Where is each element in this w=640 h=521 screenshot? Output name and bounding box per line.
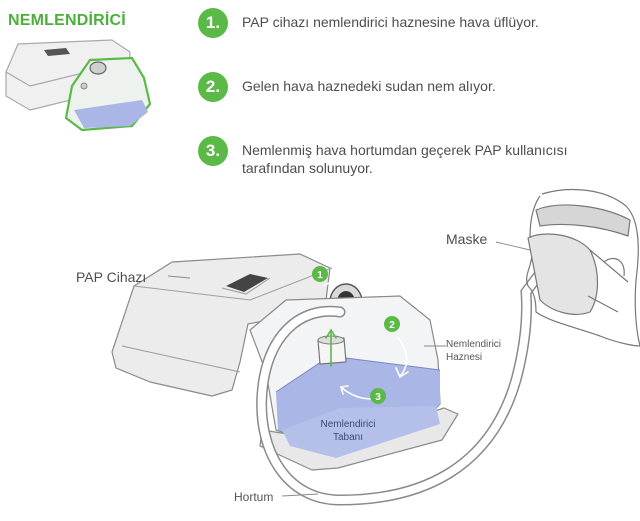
leader-lines — [167, 241, 531, 497]
mask-and-head — [526, 188, 640, 347]
marker-1-label: 1 — [317, 270, 323, 281]
diagram-title: NEMLENDİRİCİ — [8, 12, 126, 29]
step-2-text: Gelen hava haznedeki sudan nem alıyor. — [242, 78, 496, 94]
step-1: 1. PAP cihazı nemlendirici haznesine hav… — [198, 8, 622, 38]
step-3-text: Nemlenmiş hava hortumdan geçerek PAP kul… — [242, 142, 568, 176]
step-2-number: 2. — [198, 72, 228, 102]
marker-2 — [384, 316, 400, 332]
step-1-text: PAP cihazı nemlendirici haznesine hava ü… — [242, 14, 539, 30]
step-2: 2. Gelen hava haznedeki sudan nem alıyor… — [198, 72, 622, 102]
step-3: 3. Nemlenmiş hava hortumdan geçerek PAP … — [198, 136, 622, 177]
thumbnail-device — [5, 39, 152, 132]
step-1-number: 1. — [198, 8, 228, 38]
humidifier-chamber — [249, 295, 459, 471]
marker-2-label: 2 — [389, 320, 395, 331]
markers — [312, 266, 400, 404]
air-hose — [256, 270, 544, 506]
marker-1 — [312, 266, 328, 282]
marker-3 — [370, 388, 386, 404]
label-chamber: Nemlendirici Haznesi — [446, 339, 502, 363]
label-pap-device: PAP Cihazı — [76, 269, 147, 285]
rising-vapor-arrow — [325, 328, 337, 367]
label-mask: Maske — [446, 231, 488, 247]
step-3-number: 3. — [198, 136, 228, 166]
label-chamber-base: Nemlendirici Tabanı — [320, 419, 376, 443]
label-hose: Hortum — [234, 490, 274, 504]
marker-3-label: 3 — [375, 392, 381, 403]
